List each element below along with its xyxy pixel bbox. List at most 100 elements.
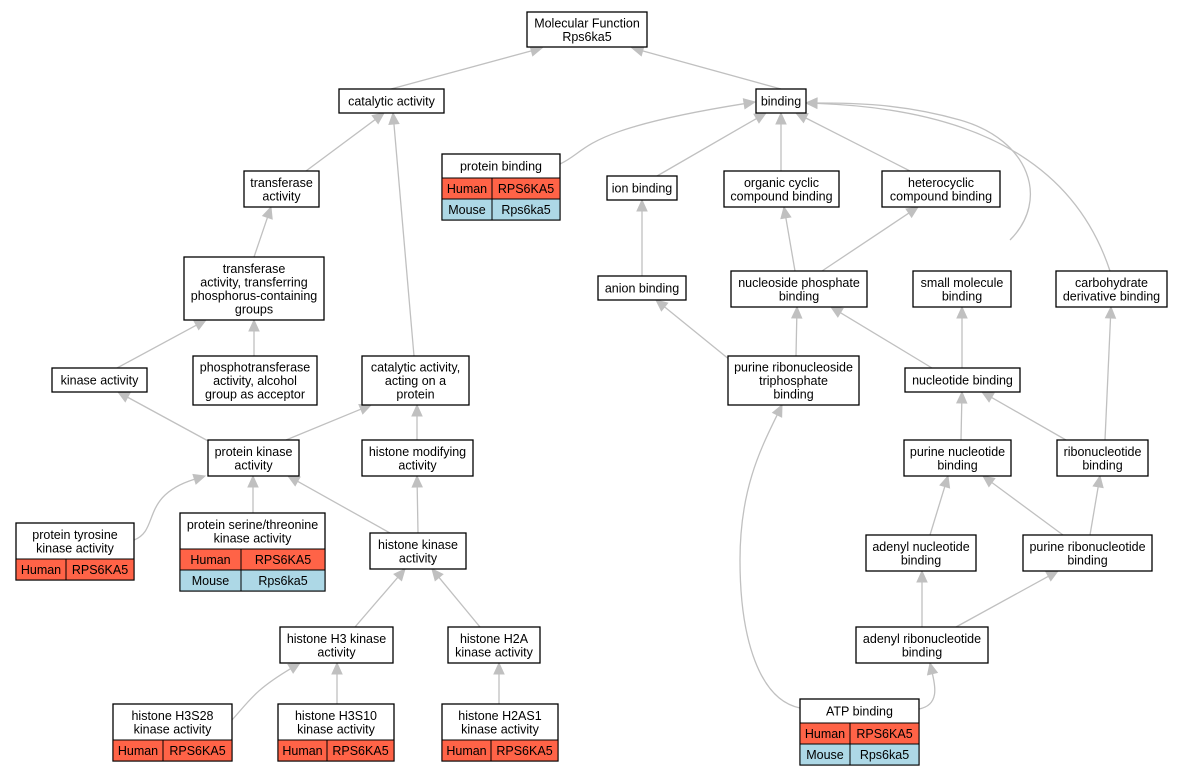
node-box (447, 626, 541, 664)
node-box (903, 439, 1012, 477)
node-label: histone H3S10 (295, 709, 377, 723)
arrowhead-organic_cyclic-to-binding (775, 111, 787, 125)
arrowhead-catalytic_protein-to-catalytic (388, 111, 400, 125)
node-label: ion binding (612, 182, 673, 196)
node-catalytic[interactable]: catalytic activity (338, 88, 445, 114)
node-label: purine nucleotide (910, 445, 1005, 459)
arrowhead-histone_modifying-to-catalytic_protein (411, 403, 423, 417)
node-box (51, 367, 148, 393)
node-label: binding (773, 388, 813, 402)
node-nucleotide[interactable]: nucleotide binding (904, 367, 1021, 393)
node-label: Rps6ka5 (562, 30, 611, 44)
node-label: binding (1082, 458, 1122, 472)
human-annotation-row (441, 739, 559, 762)
gene-label: Rps6ka5 (860, 748, 909, 762)
node-box (361, 355, 470, 406)
node-box (338, 88, 445, 114)
arrowhead-carbohydrate-to-binding (804, 97, 818, 110)
node-label: kinase activity (214, 531, 293, 545)
mouse-annotation-row (179, 569, 326, 592)
node-label: binding (779, 289, 819, 303)
arrowhead-transferase_p-to-transferase (261, 205, 273, 220)
node-label: histone H2AS1 (458, 709, 541, 723)
edge-protein_tyrosine-to-protein_kinase (133, 478, 195, 541)
arrowhead-protein_kinase-to-catalytic_protein (358, 404, 373, 415)
gene-label: Rps6ka5 (501, 203, 550, 217)
edge-carbohydrate-to-binding (816, 102, 1111, 272)
node-kinase[interactable]: kinase activity (51, 367, 148, 393)
node-label: ATP binding (826, 705, 893, 719)
node-label: binding (902, 645, 942, 659)
node-label: group as acceptor (205, 388, 305, 402)
node-box (369, 532, 467, 570)
arrowhead-atp_binding-to-adenyl_ribonucleotide (926, 661, 939, 676)
node-label: protein kinase (215, 445, 293, 459)
node-box (207, 439, 300, 477)
node-label: histone H3S28 (131, 709, 213, 723)
gene-label: RPS6KA5 (496, 744, 552, 758)
human-annotation-row (112, 739, 233, 762)
gene-label: RPS6KA5 (72, 563, 128, 577)
arrowhead-nucleotide-to-nucleoside_phosphate (829, 306, 844, 318)
node-label: nucleoside phosphate (738, 276, 860, 290)
node-label: Molecular Function (534, 16, 640, 30)
gene-label: RPS6KA5 (498, 182, 554, 196)
node-box (243, 170, 320, 208)
arrowhead-adenyl_nucleotide-to-purine_nucleotide (939, 474, 951, 489)
node-label: protein binding (460, 160, 542, 174)
node-label: binding (761, 95, 801, 109)
node-binding[interactable]: binding (755, 88, 807, 114)
node-label: catalytic activity, (371, 361, 460, 375)
arrowhead-nucleotide-to-small_molecule (956, 305, 968, 319)
species-label: Human (805, 727, 845, 741)
arrowhead-histone_kinase-to-protein_kinase (286, 475, 301, 487)
node-box (723, 170, 840, 208)
species-label: Mouse (806, 748, 844, 762)
node-box (881, 170, 1001, 208)
arrowhead-ion_binding-to-binding (753, 112, 768, 124)
edge-purine_nucleotide-to-nucleotide (960, 402, 963, 441)
node-anion-binding[interactable]: anion binding (597, 275, 687, 301)
mouse-annotation-row (799, 743, 920, 766)
node-label: phosphotransferase (200, 361, 311, 375)
node-label: kinase activity (461, 722, 540, 736)
node-label: transferase (250, 176, 313, 190)
edge-small_molecule-to-binding (816, 102, 1032, 241)
node-box (192, 355, 318, 406)
node-box (279, 626, 394, 664)
node-ion-binding[interactable]: ion binding (606, 175, 678, 201)
edge-purine_ribo_tri-to-anion_binding (664, 306, 731, 361)
node-box (183, 256, 325, 321)
node-label: kinase activity (297, 722, 376, 736)
node-label: activity (399, 551, 438, 565)
